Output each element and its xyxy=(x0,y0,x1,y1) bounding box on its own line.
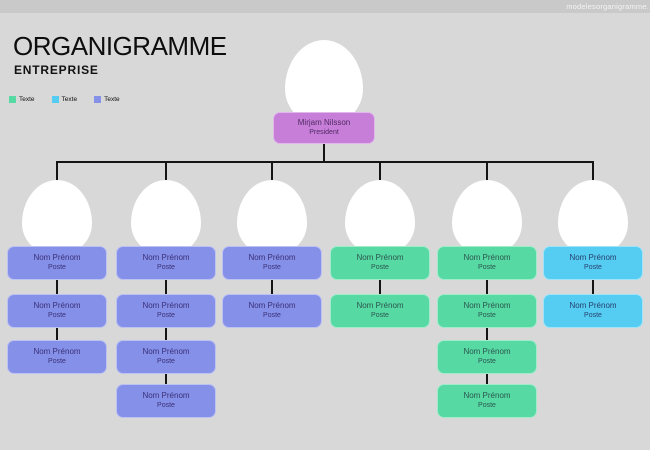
org-node-box-name: Nom Prénom xyxy=(248,253,296,263)
legend-label: Texte xyxy=(61,96,78,103)
connector-line xyxy=(56,161,594,163)
connector-line xyxy=(271,280,273,294)
connector-line xyxy=(486,374,488,384)
org-node-box-name: Nom Prénom xyxy=(463,253,511,263)
org-node-box-role: Poste xyxy=(157,358,175,366)
org-node-box-name: Nom Prénom xyxy=(356,301,404,311)
watermark-text: modelesorganigramme. xyxy=(566,2,649,11)
org-node-box-name: Nom Prénom xyxy=(33,347,81,357)
photo-placeholder-oval[interactable] xyxy=(237,180,307,256)
connector-line xyxy=(56,161,58,185)
org-node-box-role: Poste xyxy=(371,264,389,272)
org-node-box-role: Poste xyxy=(263,264,281,272)
org-node-box-role: Poste xyxy=(371,312,389,320)
org-node-box-role: Poste xyxy=(48,312,66,320)
legend-item-1: Texte xyxy=(51,96,78,103)
org-node-box-role: Poste xyxy=(157,312,175,320)
connector-line xyxy=(323,144,325,163)
connector-line xyxy=(165,328,167,340)
connector-line xyxy=(56,328,58,340)
legend-swatch-icon xyxy=(9,96,16,103)
org-node-box-name: Nom Prénom xyxy=(569,301,617,311)
legend: Texte Texte Texte xyxy=(9,96,120,103)
org-node-box-role: Poste xyxy=(478,312,496,320)
connector-line xyxy=(486,161,488,185)
connector-line xyxy=(379,280,381,294)
connector-line xyxy=(592,161,594,185)
legend-swatch-icon xyxy=(51,96,59,103)
legend-item-0: Texte xyxy=(9,96,35,103)
org-node-box-role: Poste xyxy=(48,358,66,366)
photo-placeholder-oval[interactable] xyxy=(452,180,522,256)
connector-line xyxy=(486,328,488,340)
org-node-box-name: Nom Prénom xyxy=(142,391,190,401)
president-box-role: President xyxy=(309,129,339,137)
org-node-box-role: Poste xyxy=(157,402,175,410)
org-node-box-role: Poste xyxy=(478,264,496,272)
org-node-box-role: Poste xyxy=(48,264,66,272)
legend-label: Texte xyxy=(104,96,120,103)
org-node-box-name: Nom Prénom xyxy=(33,301,81,311)
org-node-box-name: Nom Prénom xyxy=(142,253,190,263)
legend-label: Texte xyxy=(19,96,35,103)
connector-line xyxy=(165,280,167,294)
org-node-box-role: Poste xyxy=(584,264,602,272)
photo-placeholder-oval[interactable] xyxy=(345,180,415,256)
page-subtitle: ENTREPRISE xyxy=(14,63,99,77)
org-node-box-role: Poste xyxy=(478,402,496,410)
org-node-box-name: Nom Prénom xyxy=(463,391,511,401)
org-node-box-name: Nom Prénom xyxy=(463,347,511,357)
connector-line xyxy=(165,374,167,384)
connector-line xyxy=(379,161,381,185)
legend-item-2: Texte xyxy=(94,96,120,103)
org-node-box-name: Nom Prénom xyxy=(248,301,296,311)
watermark-bar: modelesorganigramme. xyxy=(0,0,650,13)
president-photo-placeholder-oval[interactable] xyxy=(285,40,363,126)
photo-placeholder-oval[interactable] xyxy=(131,180,201,256)
connector-line xyxy=(486,280,488,294)
legend-swatch-icon xyxy=(94,96,102,103)
org-node-box-name: Nom Prénom xyxy=(33,253,81,263)
org-node-box-name: Nom Prénom xyxy=(142,301,190,311)
connector-line xyxy=(165,161,167,185)
org-node-box-name: Nom Prénom xyxy=(463,301,511,311)
page-title: ORGANIGRAMME xyxy=(13,31,227,61)
photo-placeholder-oval[interactable] xyxy=(22,180,92,256)
org-node-box-role: Poste xyxy=(157,264,175,272)
org-node-box-name: Nom Prénom xyxy=(142,347,190,357)
org-node-box-name: Nom Prénom xyxy=(356,253,404,263)
connector-line xyxy=(271,161,273,185)
org-node-box-name: Nom Prénom xyxy=(569,253,617,263)
connector-line xyxy=(592,280,594,294)
org-node-box-role: Poste xyxy=(478,358,496,366)
connector-line xyxy=(56,280,58,294)
org-node-box-role: Poste xyxy=(584,312,602,320)
org-node-box-role: Poste xyxy=(263,312,281,320)
photo-placeholder-oval[interactable] xyxy=(558,180,628,256)
president-box-name: Mirjam Nilsson xyxy=(297,118,351,128)
